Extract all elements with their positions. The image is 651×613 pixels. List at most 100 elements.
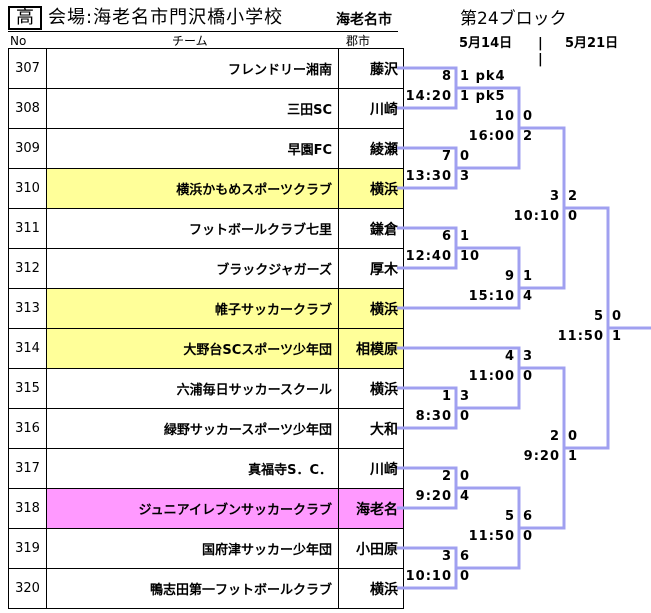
level-badge: 高 (8, 6, 42, 30)
match-number: 1 (441, 389, 452, 404)
score-bottom: 0 (523, 529, 534, 544)
team-city: 川崎 (338, 88, 404, 129)
match-number: 6 (441, 229, 452, 244)
match-time: 15:10 (468, 289, 515, 304)
score-top: 3 (523, 349, 534, 364)
team-name: 三田SC (46, 88, 339, 129)
score-bottom: 0 (523, 369, 534, 384)
score-top: 0 (612, 309, 623, 324)
date-round1: 5月14日 (459, 36, 513, 51)
team-no: 319 (8, 528, 47, 569)
team-name: フットボールクラブ七里 (46, 208, 339, 249)
team-no: 313 (8, 288, 47, 329)
match-time: 11:50 (557, 329, 604, 344)
match-number: 10 (494, 109, 515, 124)
score-top: 0 (460, 149, 471, 164)
match-number: 3 (549, 189, 560, 204)
match-number: 2 (549, 429, 560, 444)
score-top: 0 (568, 429, 579, 444)
score-bottom: 2 (523, 129, 534, 144)
team-name: 国府津サッカー少年団 (46, 528, 339, 569)
team-no: 316 (8, 408, 47, 449)
bracket-line (564, 206, 610, 450)
score-top: 0 (460, 469, 471, 484)
team-city: 大和 (338, 408, 404, 449)
match-time: 13:30 (405, 169, 452, 184)
score-bottom: 1 (568, 449, 579, 464)
team-city: 綾瀬 (338, 128, 404, 169)
team-no: 317 (8, 448, 47, 489)
date-separator: | (538, 52, 543, 67)
host-city: 海老名市 (336, 12, 392, 28)
team-city: 川崎 (338, 448, 404, 489)
score-top: 6 (523, 509, 534, 524)
header-rule (8, 31, 398, 32)
team-no: 310 (8, 168, 47, 209)
team-name: 大野台SCスポーツ少年団 (46, 328, 339, 369)
match-time: 10:10 (513, 209, 560, 224)
bracket-line (397, 246, 521, 310)
team-no: 314 (8, 328, 47, 369)
team-name: 緑野サッカースポーツ少年団 (46, 408, 339, 449)
venue-title: 会場:海老名市門沢橋小学校 (48, 7, 284, 28)
match-number: 4 (504, 349, 515, 364)
score-bottom: 3 (460, 169, 471, 184)
team-no: 311 (8, 208, 47, 249)
team-name: フレンドリー湘南 (46, 48, 339, 89)
date-round2: 5月21日 (565, 36, 619, 51)
match-number: 3 (441, 549, 452, 564)
bracket-line (519, 366, 566, 530)
team-name: 横浜かもめスポーツクラブ (46, 168, 339, 209)
match-time: 9:20 (523, 449, 560, 464)
match-number: 7 (441, 149, 452, 164)
column-header-no: No (10, 34, 27, 48)
match-time: 14:20 (405, 89, 452, 104)
team-city: 横浜 (338, 168, 404, 209)
match-number: 5 (593, 309, 604, 324)
match-time: 11:50 (468, 529, 515, 544)
score-top: 3 (460, 389, 471, 404)
score-top: 0 (523, 109, 534, 124)
score-top: 1 (460, 229, 471, 244)
score-bottom: 0 (460, 409, 471, 424)
team-name: ジュニアイレブンサッカークラブ (46, 488, 339, 529)
team-no: 312 (8, 248, 47, 289)
team-city: 海老名 (338, 488, 404, 529)
match-number: 2 (441, 469, 452, 484)
score-bottom: 0 (460, 569, 471, 584)
score-bottom: 10 (460, 249, 481, 264)
score-top: 2 (568, 189, 579, 204)
bracket-line (397, 346, 521, 410)
match-time: 8:30 (415, 409, 452, 424)
team-city: 横浜 (338, 288, 404, 329)
team-no: 320 (8, 568, 47, 609)
team-no: 308 (8, 88, 47, 129)
score-bottom: 1 (612, 329, 623, 344)
score-bottom: 4 (523, 289, 534, 304)
team-name: ブラックジャガーズ (46, 248, 339, 289)
match-time: 10:10 (405, 569, 452, 584)
column-header-city: 郡市 (346, 34, 371, 48)
match-time: 16:00 (468, 129, 515, 144)
block-title: 第24ブロック (460, 9, 567, 29)
score-top: 1 pk4 (460, 69, 506, 84)
date-separator: | (538, 36, 543, 51)
match-number: 5 (504, 509, 515, 524)
team-name: 鴨志田第一フットボールクラブ (46, 568, 339, 609)
score-top: 1 (523, 269, 534, 284)
score-top: 6 (460, 549, 471, 564)
column-header-team: チーム (172, 34, 208, 48)
